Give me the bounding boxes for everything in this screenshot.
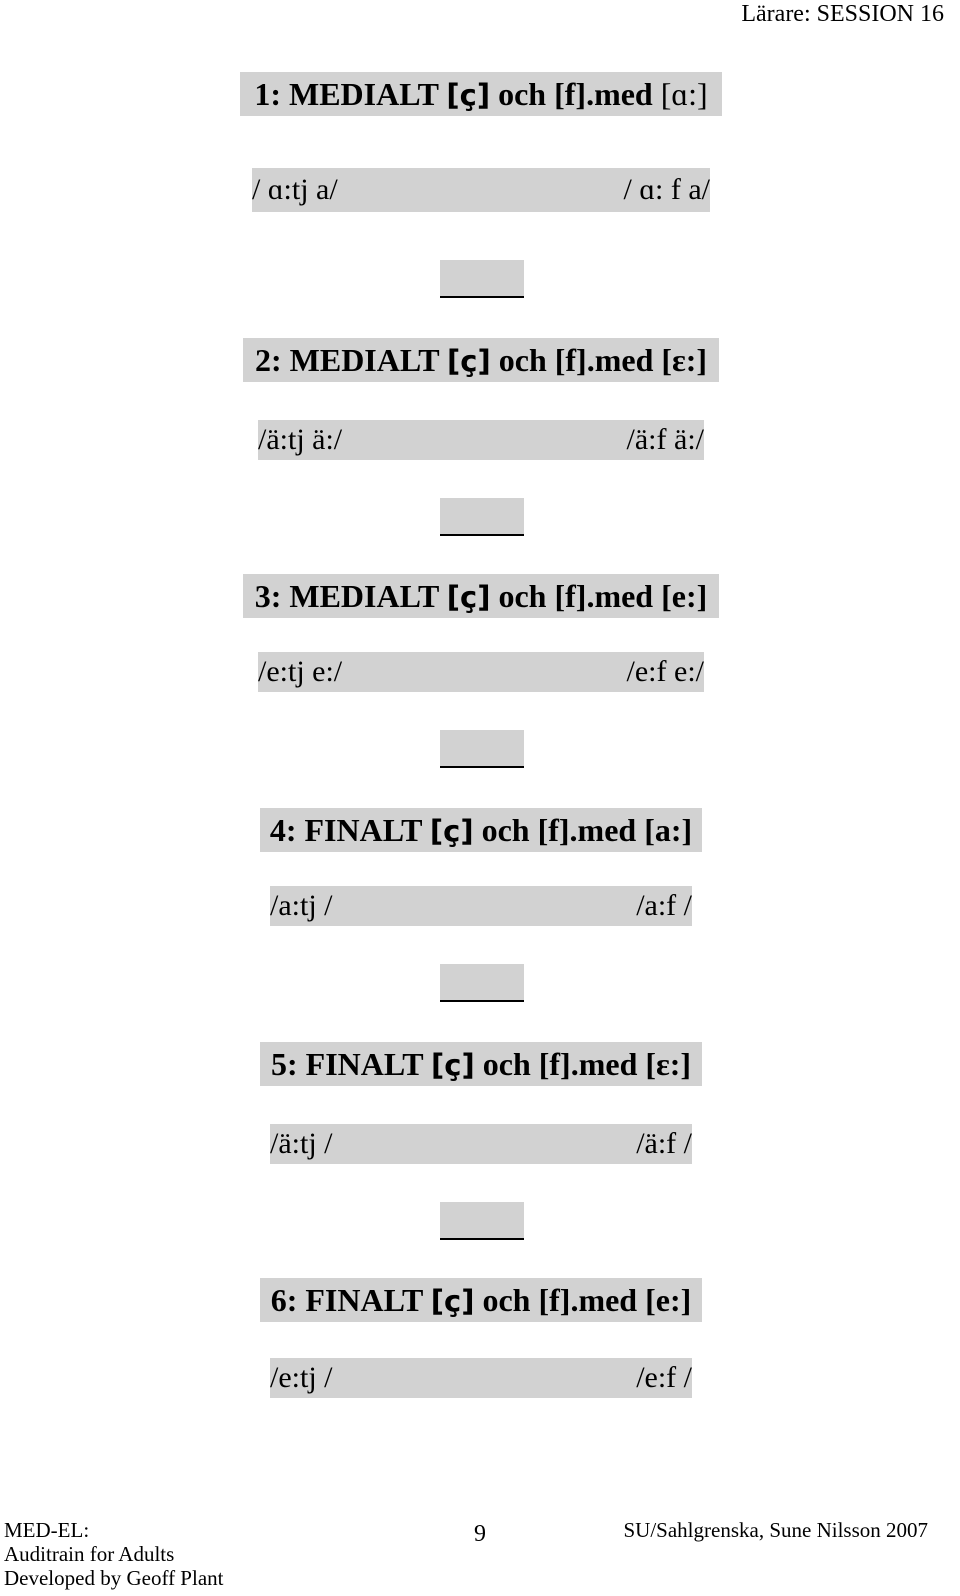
section-1-heading-ipa: [ç] bbox=[446, 78, 491, 112]
section-3-heading-tail: [e:] bbox=[661, 578, 708, 614]
section-4-left-word: /a:tj / bbox=[270, 889, 333, 922]
section-5-left-word: /ä:tj / bbox=[270, 1127, 333, 1160]
section-3-heading-mid: och [f].med bbox=[490, 578, 662, 614]
section-5-heading-tail: [ɛ:] bbox=[645, 1046, 691, 1082]
section-5-word-pair: /ä:tj / /ä:f / bbox=[270, 1124, 692, 1164]
section-1-answer-blank[interactable] bbox=[440, 260, 524, 298]
section-1-heading-mid: och [f].med bbox=[490, 76, 661, 112]
section-3-left-word: /e:tj e:/ bbox=[258, 655, 343, 688]
section-5-heading-prefix: 5: FINALT bbox=[270, 1046, 432, 1082]
section-2-heading-mid: och [f].med bbox=[490, 342, 662, 378]
section-3-heading: 3: MEDIALT [ç] och [f].med [e:] bbox=[243, 574, 719, 618]
section-2-heading-ipa: [ç] bbox=[447, 344, 491, 378]
page-header-session: Lärare: SESSION 16 bbox=[741, 1, 944, 27]
section-2-left-word: /ä:tj ä:/ bbox=[258, 423, 343, 456]
page-number: 9 bbox=[474, 1521, 486, 1547]
section-4-heading: 4: FINALT [ç] och [f].med [a:] bbox=[260, 808, 702, 852]
section-2-answer-blank[interactable] bbox=[440, 498, 524, 536]
section-5-heading-ipa: [ç] bbox=[431, 1048, 475, 1082]
section-1-word-pair: / ɑ:tj a/ / ɑ: f a/ bbox=[252, 168, 710, 212]
section-4-heading-tail: [a:] bbox=[644, 812, 693, 848]
section-1-left-word: / ɑ:tj a/ bbox=[252, 173, 338, 206]
section-1-heading: 1: MEDIALT [ç] och [f].med [ɑ:] bbox=[240, 72, 722, 116]
footer-line-2: Auditrain for Adults bbox=[4, 1542, 175, 1566]
section-6-heading-ipa: [ç] bbox=[430, 1284, 475, 1318]
footer-left: MED-EL: Auditrain for Adults Developed b… bbox=[4, 1518, 223, 1590]
section-1-heading-prefix: 1: MEDIALT bbox=[254, 76, 447, 112]
section-5-right-word: /ä:f / bbox=[636, 1127, 692, 1160]
section-6-right-word: /e:f / bbox=[636, 1361, 692, 1394]
section-3-heading-ipa: [ç] bbox=[446, 580, 491, 614]
section-6-heading-tail: [e:] bbox=[645, 1282, 692, 1318]
section-2-right-word: /ä:f ä:/ bbox=[626, 423, 704, 456]
section-3-right-word: /e:f e:/ bbox=[626, 655, 704, 688]
section-5-heading: 5: FINALT [ç] och [f].med [ɛ:] bbox=[260, 1042, 702, 1086]
section-2-heading: 2: MEDIALT [ç] och [f].med [ɛ:] bbox=[243, 338, 719, 382]
section-4-answer-blank[interactable] bbox=[440, 964, 524, 1002]
section-5-heading-mid: och [f].med bbox=[474, 1046, 646, 1082]
section-4-word-pair: /a:tj / /a:f / bbox=[270, 886, 692, 926]
section-6-heading-mid: och [f].med bbox=[474, 1282, 646, 1318]
section-6-heading-prefix: 6: FINALT bbox=[270, 1282, 431, 1318]
section-4-heading-mid: och [f].med bbox=[473, 812, 645, 848]
section-3-answer-blank[interactable] bbox=[440, 730, 524, 768]
section-5-answer-blank[interactable] bbox=[440, 1202, 524, 1240]
section-2-word-pair: /ä:tj ä:/ /ä:f ä:/ bbox=[258, 420, 704, 460]
section-2-heading-tail: [ɛ:] bbox=[661, 342, 707, 378]
section-2-heading-prefix: 2: MEDIALT bbox=[254, 342, 448, 378]
section-4-heading-prefix: 4: FINALT bbox=[269, 812, 430, 848]
section-3-word-pair: /e:tj e:/ /e:f e:/ bbox=[258, 652, 704, 692]
section-6-word-pair: /e:tj / /e:f / bbox=[270, 1358, 692, 1398]
footer-right: SU/Sahlgrenska, Sune Nilsson 2007 bbox=[623, 1518, 929, 1542]
footer-line-3: Developed by Geoff Plant bbox=[4, 1566, 224, 1590]
section-1-right-word: / ɑ: f a/ bbox=[623, 173, 711, 206]
section-4-heading-ipa: [ç] bbox=[429, 814, 474, 848]
section-4-right-word: /a:f / bbox=[636, 889, 692, 922]
section-3-heading-prefix: 3: MEDIALT bbox=[254, 578, 447, 614]
section-6-heading: 6: FINALT [ç] och [f].med [e:] bbox=[260, 1278, 702, 1322]
section-6-left-word: /e:tj / bbox=[270, 1361, 333, 1394]
section-1-heading-tail: [ɑ:] bbox=[660, 76, 708, 112]
footer-line-1: MED-EL: bbox=[4, 1518, 90, 1542]
